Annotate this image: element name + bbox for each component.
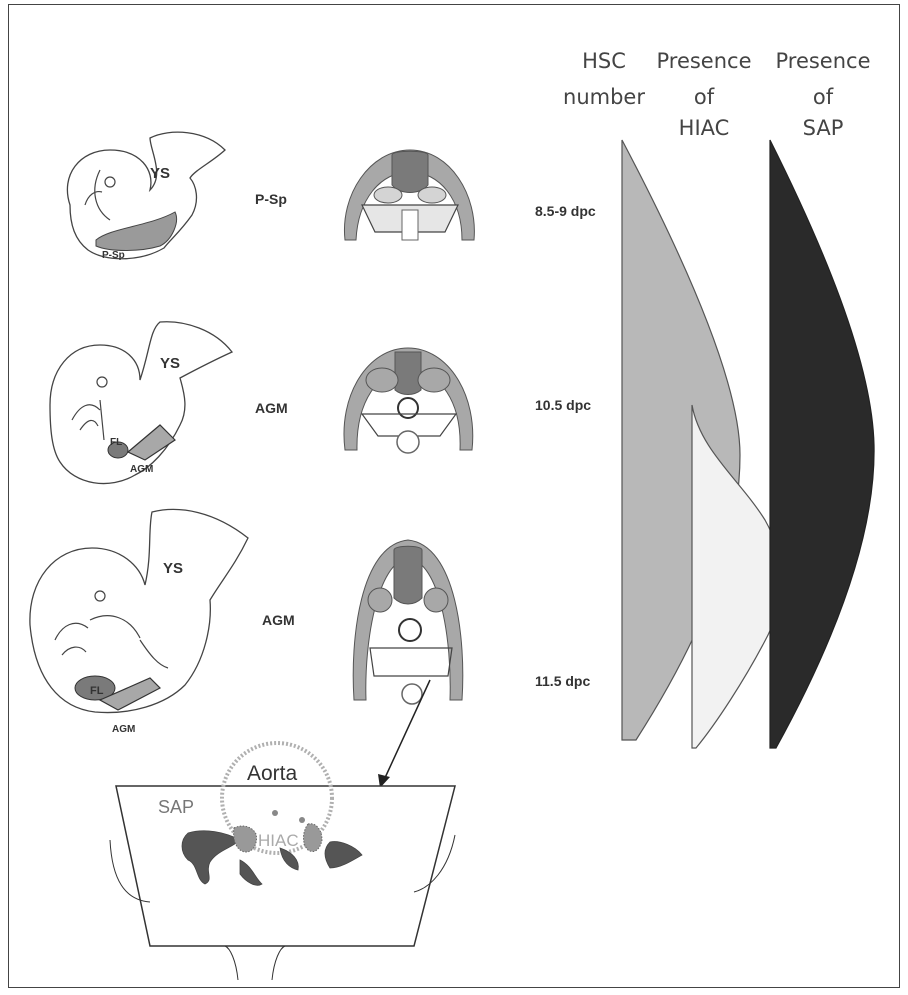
stage-label-3: 11.5 dpc (535, 673, 590, 689)
header-hsc-line1: HSC (582, 49, 626, 73)
sap-presence-shape (770, 140, 874, 748)
stage-label-1: 8.5-9 dpc (535, 203, 596, 219)
stage-label-2: 10.5 dpc (535, 397, 591, 413)
embryo-1: YS P-Sp (67, 132, 225, 261)
header-sap-line3: SAP (803, 116, 844, 140)
cross-section-1-somite-right (418, 187, 446, 203)
cross-section-1 (344, 150, 474, 240)
column-headers: HSC number Presence of HIAC Presence of … (563, 49, 871, 140)
header-hsc-line2: number (563, 85, 645, 109)
embryo-2-agm-label: AGM (130, 464, 153, 475)
region-label-1: P-Sp (255, 191, 287, 207)
header-hiac-line3: HIAC (679, 116, 730, 140)
detail-hiac-dot (299, 817, 305, 823)
cross-section-1-somite-left (374, 187, 402, 203)
detail-aorta-label: Aorta (247, 762, 298, 785)
cross-section-2-somite-right (418, 368, 450, 392)
cross-section-3-aorta (399, 619, 421, 641)
header-hiac-line1: Presence (656, 49, 751, 73)
cross-section-2-aorta (398, 398, 418, 418)
cross-section-3-somite-left (368, 588, 392, 612)
embryo-2: YS FL AGM (50, 322, 232, 484)
embryo-3: YS FL AGM (30, 509, 248, 735)
abundance-shapes (622, 140, 874, 748)
stage-labels: 8.5-9 dpc 10.5 dpc 11.5 dpc (535, 203, 596, 689)
cross-section-3-gut (402, 684, 422, 704)
cross-section-3-box (370, 648, 452, 676)
cross-section-3-somite-right (424, 588, 448, 612)
cross-section-2-somite-left (366, 368, 398, 392)
embryo-2-fl-label: FL (110, 437, 122, 448)
cross-section-2-gut (397, 431, 419, 453)
region-labels: P-Sp AGM AGM (255, 191, 295, 628)
cross-section-1-gut (402, 210, 418, 240)
region-label-3: AGM (262, 612, 295, 628)
region-label-2: AGM (255, 400, 288, 416)
aorta-detail: Aorta SAP HIAC (110, 743, 455, 980)
embryo-2-outline (50, 322, 232, 484)
embryo-2-ys-label: YS (160, 355, 180, 372)
cross-section-2 (344, 348, 473, 453)
embryo-3-agm-label: AGM (112, 724, 135, 735)
cross-section-2-neural (395, 352, 421, 395)
header-sap-line1: Presence (775, 49, 870, 73)
detail-sap-label: SAP (158, 797, 194, 817)
embryo-1-ys-label: YS (150, 165, 170, 182)
embryo-3-fl-label: FL (90, 685, 104, 697)
detail-aorta-center-dot (272, 810, 278, 816)
detail-hiac-label: HIAC (258, 831, 299, 850)
header-hiac-line2: of (694, 85, 715, 109)
embryo-1-psp-label: P-Sp (102, 250, 125, 261)
cross-section-1-neural (392, 151, 428, 192)
header-sap-line2: of (813, 85, 834, 109)
embryo-3-outline (30, 509, 248, 712)
cross-section-3 (353, 540, 463, 704)
embryo-3-ys-label: YS (163, 560, 183, 577)
cross-section-3-neural (394, 546, 422, 604)
